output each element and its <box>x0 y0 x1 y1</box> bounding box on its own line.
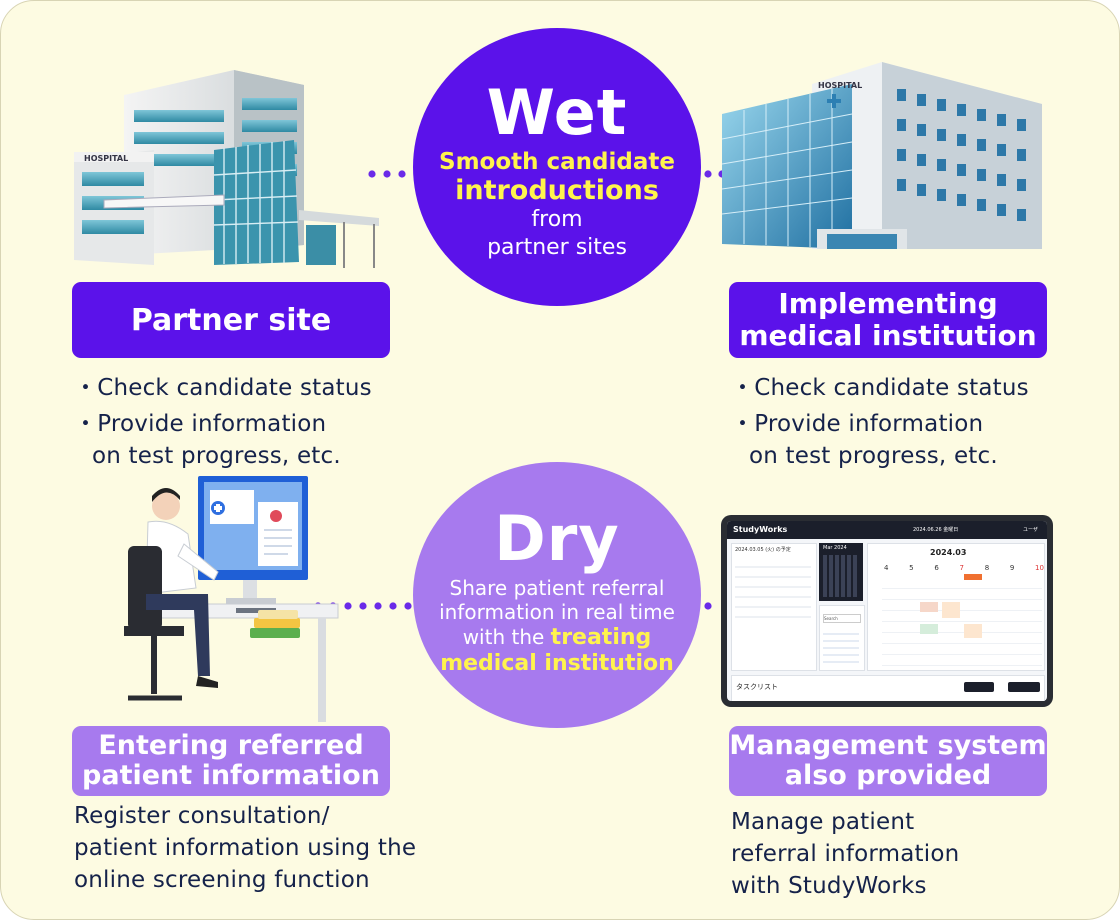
header-date: 2024.06.26 金曜日 <box>913 527 959 533</box>
dry-title: Dry <box>494 502 620 575</box>
implementing-bullet-2: Provide information <box>754 411 984 437</box>
wet-line2: introductions <box>455 175 659 206</box>
app-header-bar: StudyWorks 2024.06.26 金曜日 ユーザ <box>727 521 1047 539</box>
implementing-bullet-1: Check candidate status <box>754 375 1029 401</box>
calendar-grid <box>882 578 1042 666</box>
task-list-panel: タスクリスト <box>731 675 1045 701</box>
day-number: 9 <box>1009 564 1015 572</box>
task-button[interactable] <box>964 682 994 692</box>
dry-circle: Dry Share patient referral information i… <box>413 462 701 728</box>
implementing-hospital-illustration: HOSPITAL <box>722 62 1042 249</box>
schedule-panel: 2024.03.05 (火) の予定 <box>731 543 817 671</box>
mini-calendar-month: Mar 2024 <box>823 545 847 551</box>
implementing-label-line2: medical institution <box>739 319 1037 352</box>
management-desc-3: with StudyWorks <box>731 873 927 899</box>
connector-dry-right <box>704 602 712 610</box>
wet-line4: partner sites <box>487 235 627 260</box>
entering-desc-1: Register consultation/ <box>74 803 330 829</box>
dry-line1: Share patient referral <box>449 576 665 600</box>
day-number: 7 <box>959 564 964 572</box>
partner-site-bullets: ・Check candidate status ・Provide informa… <box>74 372 372 472</box>
books-stack <box>250 610 300 638</box>
heart-icon <box>270 510 282 522</box>
management-label-line2: also provided <box>784 760 992 791</box>
entering-desc-3: online screening function <box>74 867 370 893</box>
bullet-dot: ・ <box>74 411 98 437</box>
wet-line3: from <box>531 207 583 232</box>
day-number: 6 <box>934 564 939 572</box>
entering-label: Entering referred patient information <box>72 726 390 796</box>
implementing-bullet-3: on test progress, etc. <box>749 443 998 469</box>
tablet-screen: StudyWorks 2024.06.26 金曜日 ユーザ 2024.03.05… <box>727 521 1047 701</box>
dry-line2: information in real time <box>439 600 675 624</box>
day-number: 10 <box>1035 564 1044 572</box>
bullet-dot: ・ <box>74 375 98 401</box>
partner-hospital-sign: HOSPITAL <box>84 154 128 163</box>
implementing-bullets: ・Check candidate status ・Provide informa… <box>731 372 1029 472</box>
schedule-list <box>735 558 811 618</box>
wet-title: Wet <box>486 76 628 149</box>
partner-hospital-illustration: HOSPITAL <box>74 70 379 268</box>
entering-label-line2: patient information <box>82 760 380 791</box>
implementing-label: Implementing medical institution <box>729 282 1047 358</box>
app-name: StudyWorks <box>733 525 788 534</box>
category-search[interactable]: Search <box>823 614 861 623</box>
entering-description: Register consultation/ patient informati… <box>74 800 416 896</box>
entering-label-line1: Entering referred <box>98 730 364 761</box>
category-panel: Search <box>819 605 865 671</box>
wet-circle: Wet Smooth candidate introductions from … <box>413 28 701 306</box>
day-number: 4 <box>884 564 889 572</box>
wet-line1: Smooth candidate <box>439 149 675 175</box>
add-task-button[interactable] <box>1008 682 1040 692</box>
partner-site-label: Partner site <box>72 282 390 358</box>
day-number: 8 <box>984 564 990 572</box>
week-calendar: 2024.03 4 5 6 7 8 9 10 <box>867 543 1045 671</box>
implementing-label-line1: Implementing <box>778 287 998 320</box>
doctor-at-computer-illustration <box>124 476 339 722</box>
management-desc-2: referral information <box>731 841 960 867</box>
management-label: Management system also provided <box>729 726 1047 796</box>
dry-line3-prefix: with the <box>462 625 551 649</box>
partner-bullet-2: Provide information <box>97 411 327 437</box>
task-list-title: タスクリスト <box>736 683 778 691</box>
day-number: 5 <box>909 564 914 572</box>
mini-calendar: Mar 2024 <box>819 543 863 601</box>
implementing-hospital-sign: HOSPITAL <box>818 81 862 90</box>
bullet-dot: ・ <box>731 375 755 401</box>
schedule-date: 2024.03.05 (火) の予定 <box>735 547 791 553</box>
dry-line4: medical institution <box>440 651 674 676</box>
partner-bullet-3: on test progress, etc. <box>92 443 341 469</box>
partner-site-label-text: Partner site <box>130 302 332 338</box>
partner-bullet-1: Check candidate status <box>97 375 372 401</box>
week-day-numbers: 4 5 6 7 8 9 10 <box>884 564 1044 572</box>
hospital-cross-icon <box>827 94 841 108</box>
management-desc-1: Manage patient <box>731 809 915 835</box>
management-description: Manage patient referral information with… <box>731 806 959 902</box>
entering-desc-2: patient information using the <box>74 835 417 861</box>
management-label-line1: Management system <box>729 730 1047 761</box>
dry-line3-highlight: treating <box>550 625 652 650</box>
calendar-month: 2024.03 <box>930 548 967 557</box>
tablet-device: StudyWorks 2024.06.26 金曜日 ユーザ 2024.03.05… <box>721 515 1053 707</box>
bullet-dot: ・ <box>731 411 755 437</box>
connector-wet-left <box>368 170 406 178</box>
header-user: ユーザ <box>1023 527 1038 533</box>
